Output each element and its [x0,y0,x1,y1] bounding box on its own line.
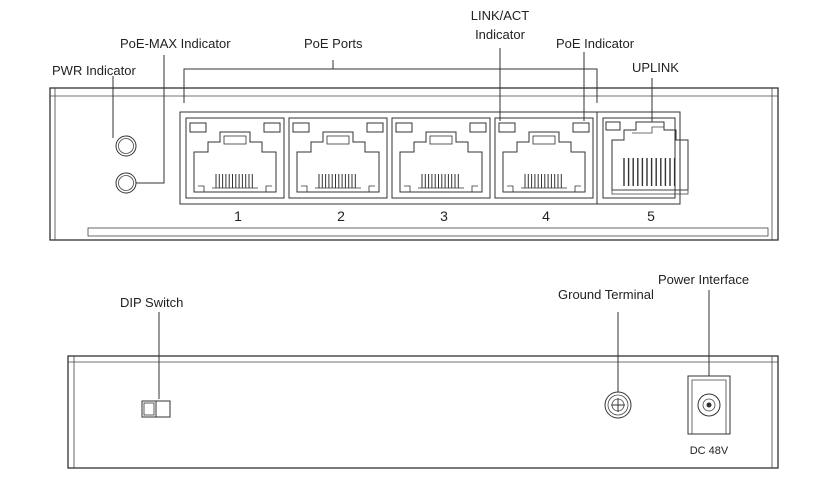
front-panel-body [49,87,779,241]
port-number-2: 2 [337,208,345,224]
poe-indicator-label: PoE Indicator [556,36,635,51]
port-block [179,111,681,205]
pwr-led [115,135,137,157]
poe-max-indicator-label: PoE-MAX Indicator [120,36,231,51]
dip-switch [141,400,171,418]
poe-port-3 [391,117,491,199]
link-act-label-line2: Indicator [475,27,526,42]
poe-ports-label: PoE Ports [304,36,363,51]
rear-panel-body [67,355,779,469]
power-interface-label: Power Interface [658,272,749,287]
port-number-1: 1 [234,208,242,224]
poe-led-2 [366,122,384,133]
front-panel: 1 2 3 4 5 PWR Indicator PoE-MAX Indicato… [49,8,779,241]
ground-terminal-label: Ground Terminal [558,287,654,302]
link-act-led-2 [292,122,310,133]
uplink-port [602,117,689,199]
dip-switch-label: DIP Switch [120,295,183,310]
uplink-led [605,121,621,131]
poe-port-2 [288,117,388,199]
pwr-indicator-label: PWR Indicator [52,63,136,78]
poe-led-3 [469,122,487,133]
port-number-4: 4 [542,208,550,224]
link-act-led-1 [189,122,207,133]
rear-panel: DIP Switch Ground Terminal Power Interfa… [67,272,779,469]
link-act-led-3 [395,122,413,133]
poe-ports-bracket [183,68,598,103]
ground-terminal [604,391,632,419]
port-number-3: 3 [440,208,448,224]
port-number-5: 5 [647,208,655,224]
link-act-label-line1: LINK/ACT [471,8,530,23]
dc-rating-label: DC 48V [690,445,729,457]
poe-port-1 [185,117,285,199]
power-interface [687,375,731,435]
poe-port-4 [494,117,594,199]
poe-led-4 [572,122,590,133]
poe-ports-group [185,117,594,199]
uplink-label: UPLINK [632,60,679,75]
poe-max-leader [136,55,165,184]
poe-led-1 [263,122,281,133]
link-act-led-4 [498,122,516,133]
